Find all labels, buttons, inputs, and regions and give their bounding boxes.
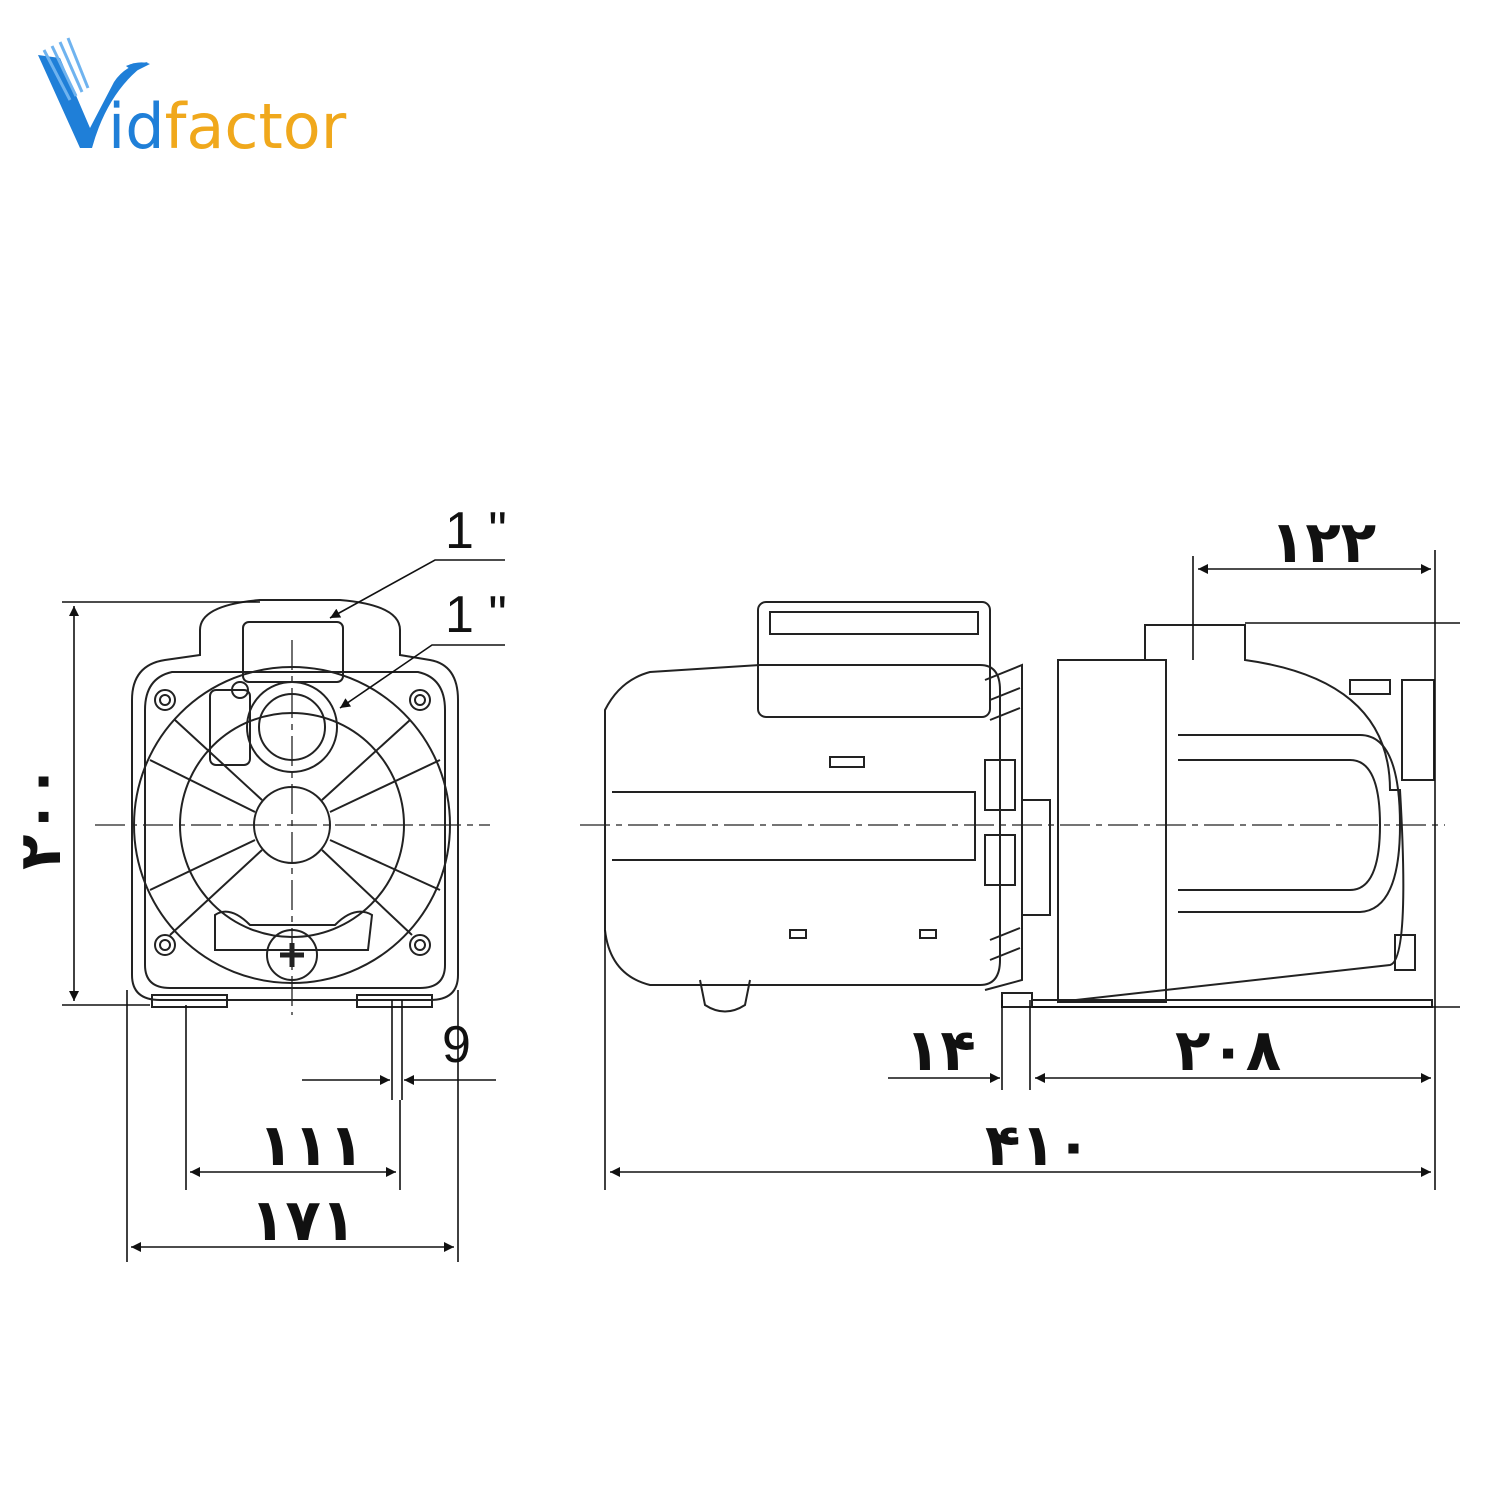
foot-offset-label: 9: [442, 1016, 471, 1074]
front-width-label: ۱۷۱: [250, 1186, 356, 1254]
logo-letter-i: i: [108, 90, 126, 163]
side-view: [580, 601, 1445, 1013]
top-connection-label: 1 ": [445, 502, 507, 560]
side-dimensions: [604, 550, 1460, 1190]
total-length-label: ۴۱۰: [985, 1111, 1091, 1179]
front-height-label: ۲۰۰: [6, 764, 74, 870]
logo-word-factor: factor: [164, 90, 347, 163]
base-step-label: ۱۴: [905, 1016, 976, 1084]
front-view: [95, 599, 490, 1015]
logo-wordmark: idfactor: [108, 96, 346, 158]
logo-wing-icon: [38, 37, 150, 148]
side-connection-label: 1 ": [445, 586, 507, 644]
foot-spacing-label: ۱۱۱: [258, 1111, 364, 1179]
front-dimensions: [62, 559, 505, 1262]
dimension-labels: 1 " 1 " ۲۰۰ 9 ۱۱۱ ۱۷۱ ۱۲۲ ۱۴ ۲۰۸ ۴۱۰: [6, 502, 1376, 1254]
base-length-label: ۲۰۸: [1175, 1016, 1281, 1084]
outlet-offset-label: ۱۲۲: [1270, 508, 1376, 576]
logo-letter-d: d: [125, 90, 165, 163]
